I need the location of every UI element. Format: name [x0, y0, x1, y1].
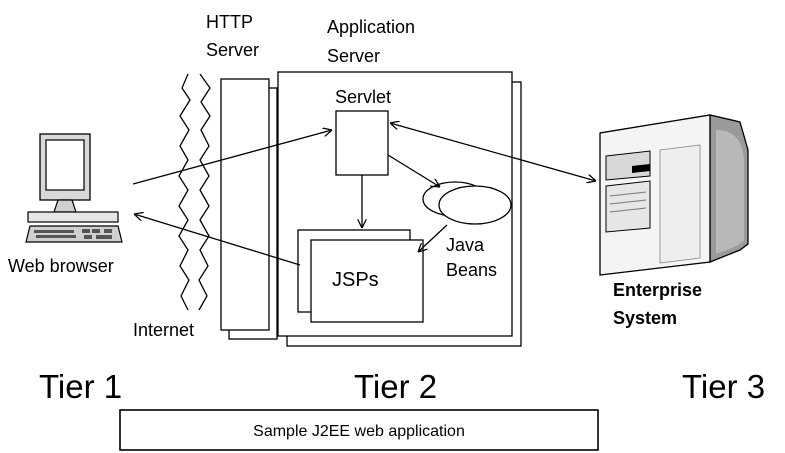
caption-text: Sample J2EE web application [253, 423, 465, 440]
internet-label: Internet [133, 320, 194, 340]
web-browser-label: Web browser [8, 256, 114, 276]
arrow-jsps-to-browser [134, 214, 301, 266]
application-server-label: Application Server [327, 17, 420, 66]
internet-cloud-icon [178, 73, 211, 311]
tier-1-label: Tier 1 [39, 368, 122, 405]
jsps-label: JSPs [332, 269, 379, 291]
http-server-label-line1: HTTP [206, 12, 253, 32]
arrow-beans-to-jsps [418, 224, 448, 252]
jsps-box [297, 229, 424, 323]
java-beans-icon [422, 181, 512, 225]
caption-box [119, 409, 599, 451]
enterprise-system-label-line2: System [613, 308, 677, 328]
tier-3-label: Tier 3 [682, 368, 765, 405]
java-beans-label-line2: Beans [446, 260, 497, 280]
web-browser-computer-icon [25, 133, 123, 243]
http-server-box [220, 78, 278, 340]
http-server-label-line2: Server [206, 40, 259, 60]
enterprise-system-label-line1: Enterprise [613, 280, 702, 300]
http-server-label: HTTP Server [206, 12, 259, 60]
application-server-label-line1: Application [327, 17, 415, 37]
servlet-label: Servlet [335, 87, 391, 107]
enterprise-system-label: Enterprise System [613, 280, 707, 328]
arrow-browser-to-servlet [132, 130, 332, 185]
application-server-label-line2: Server [327, 46, 380, 66]
flow-arrows [132, 123, 596, 266]
tier-2-label: Tier 2 [354, 368, 437, 405]
java-beans-label: Java Beans [446, 235, 497, 280]
servlet-box [335, 110, 389, 176]
java-beans-label-line1: Java [446, 235, 485, 255]
enterprise-server-icon [599, 114, 749, 276]
arrow-servlet-enterprise [390, 123, 596, 181]
